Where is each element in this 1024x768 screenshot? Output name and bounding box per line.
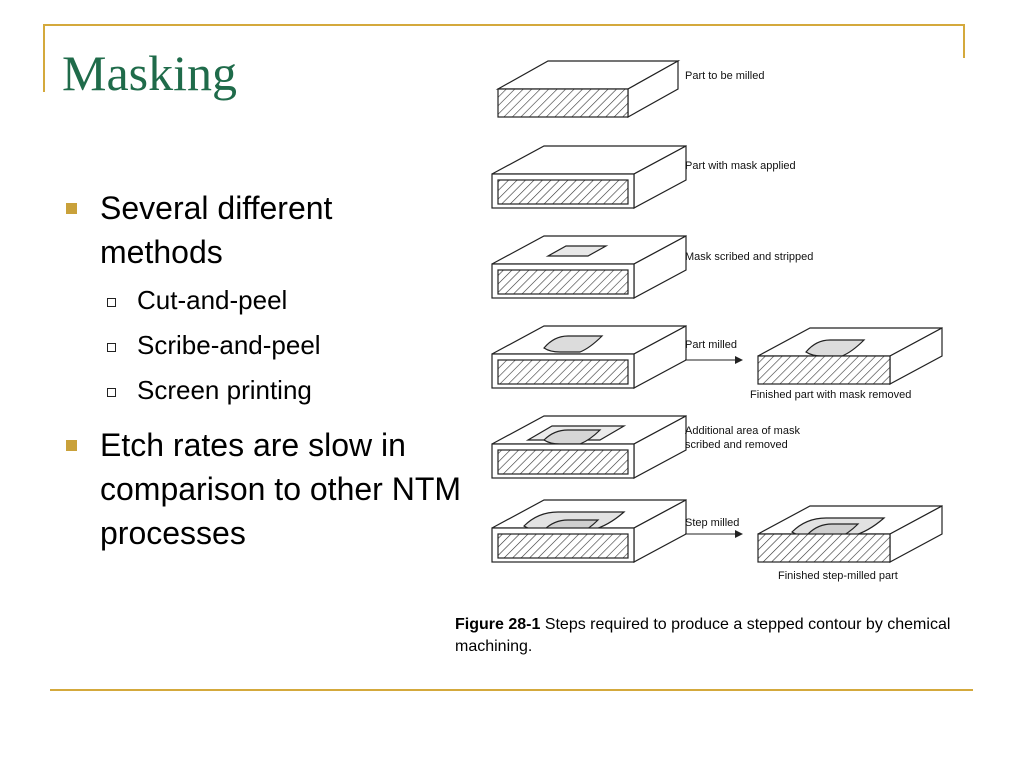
sub-bullet-text: Screen printing: [137, 375, 312, 405]
figure-label: Step milled: [685, 517, 739, 529]
figure-label: Part to be milled: [685, 70, 764, 82]
frame-left-line: [43, 24, 45, 92]
sub-bullet-item: Cut-and-peel: [62, 278, 462, 323]
figure-label: Additional area of mask: [685, 425, 800, 437]
figure-label: Part milled: [685, 339, 737, 351]
figure-caption-text: Steps required to produce a stepped cont…: [455, 616, 951, 655]
sub-bullet-list: Cut-and-peel Scribe-and-peel Screen prin…: [62, 278, 462, 413]
bullet-item: Etch rates are slow in comparison to oth…: [62, 423, 462, 555]
block-part-to-be-milled: [495, 59, 681, 119]
block-step-milled: [491, 498, 687, 564]
frame-top-line: [43, 24, 965, 26]
figure-label: Finished part with mask removed: [750, 389, 911, 401]
sub-bullet-item: Screen printing: [62, 368, 462, 413]
frame-bottom-line: [50, 689, 973, 691]
hollow-square-bullet-icon: [107, 388, 116, 397]
bullet-list: Several different methods Cut-and-peel S…: [62, 186, 462, 559]
square-bullet-icon: [66, 440, 77, 451]
square-bullet-icon: [66, 203, 77, 214]
block-part-with-mask: [491, 144, 687, 210]
bullet-text: Etch rates are slow in comparison to oth…: [100, 427, 462, 551]
block-finished-step-milled: [757, 504, 943, 564]
frame-right-line: [963, 24, 965, 58]
slide-title: Masking: [62, 45, 237, 101]
block-additional-mask-scribed: [491, 414, 687, 480]
hollow-square-bullet-icon: [107, 298, 116, 307]
figure-label: scribed and removed: [685, 439, 788, 451]
sub-bullet-item: Scribe-and-peel: [62, 323, 462, 368]
block-part-milled: [491, 324, 687, 390]
bullet-text: Several different methods: [100, 190, 333, 270]
bullet-item: Several different methods: [62, 186, 462, 274]
sub-bullet-text: Scribe-and-peel: [137, 330, 321, 360]
figure-caption: Figure 28-1 Steps required to produce a …: [455, 614, 975, 658]
hollow-square-bullet-icon: [107, 343, 116, 352]
sub-bullet-text: Cut-and-peel: [137, 285, 288, 315]
figure-label: Part with mask applied: [685, 160, 796, 172]
block-mask-scribed: [491, 234, 687, 300]
block-finished-part: [757, 326, 943, 386]
figure-label: Finished step-milled part: [778, 570, 898, 582]
figure-caption-label: Figure 28-1: [455, 616, 541, 633]
figure-label: Mask scribed and stripped: [685, 251, 813, 263]
chemical-machining-figure: Part to be milled Part with mask applied…: [491, 59, 943, 582]
